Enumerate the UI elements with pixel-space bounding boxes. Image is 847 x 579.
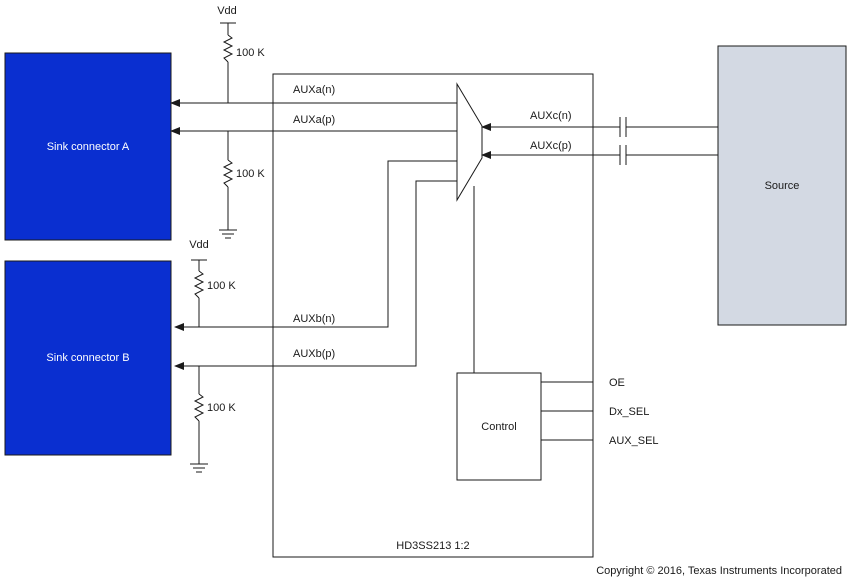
- aux-sel-label: AUX_SEL: [609, 435, 659, 447]
- r1-label: 100 K: [236, 47, 265, 59]
- copyright-text: Copyright © 2016, Texas Instruments Inco…: [596, 565, 842, 577]
- auxc-p-label: AUXc(p): [530, 140, 572, 152]
- resistor-icon: [222, 34, 234, 63]
- control-label: Control: [481, 421, 516, 433]
- r3-label: 100 K: [207, 280, 236, 292]
- resistor-icon: [222, 159, 234, 188]
- oe-label: OE: [609, 377, 625, 389]
- sink-connector-a: [4, 52, 172, 241]
- chip-label: HD3SS213 1:2: [396, 540, 469, 552]
- vdd-bottom-label: Vdd: [189, 239, 209, 251]
- resistor-icon: [193, 393, 205, 422]
- ground-icon: [219, 229, 237, 239]
- ground-icon: [190, 463, 208, 473]
- sink-connector-b: [4, 260, 172, 456]
- auxa-p-label: AUXa(p): [293, 114, 335, 126]
- dx-sel-label: Dx_SEL: [609, 406, 649, 418]
- auxb-p-wire: [174, 180, 457, 370]
- r2-label: 100 K: [236, 168, 265, 180]
- control-block: [456, 372, 542, 481]
- auxb-p-label: AUXb(p): [293, 348, 335, 360]
- sink-connector-b-label: Sink connector B: [46, 352, 129, 364]
- sink-connector-a-label: Sink connector A: [47, 141, 130, 153]
- source-label: Source: [765, 180, 800, 192]
- vdd-top-label: Vdd: [217, 5, 237, 17]
- resistor-icon: [193, 270, 205, 299]
- source-block: [717, 45, 847, 326]
- auxb-n-wire: [174, 160, 457, 331]
- capacitor-icon: [619, 145, 627, 165]
- r4-label: 100 K: [207, 402, 236, 414]
- capacitor-icon: [619, 117, 627, 137]
- auxb-n-label: AUXb(n): [293, 313, 335, 325]
- auxc-n-label: AUXc(n): [530, 110, 572, 122]
- auxa-n-label: AUXa(n): [293, 84, 335, 96]
